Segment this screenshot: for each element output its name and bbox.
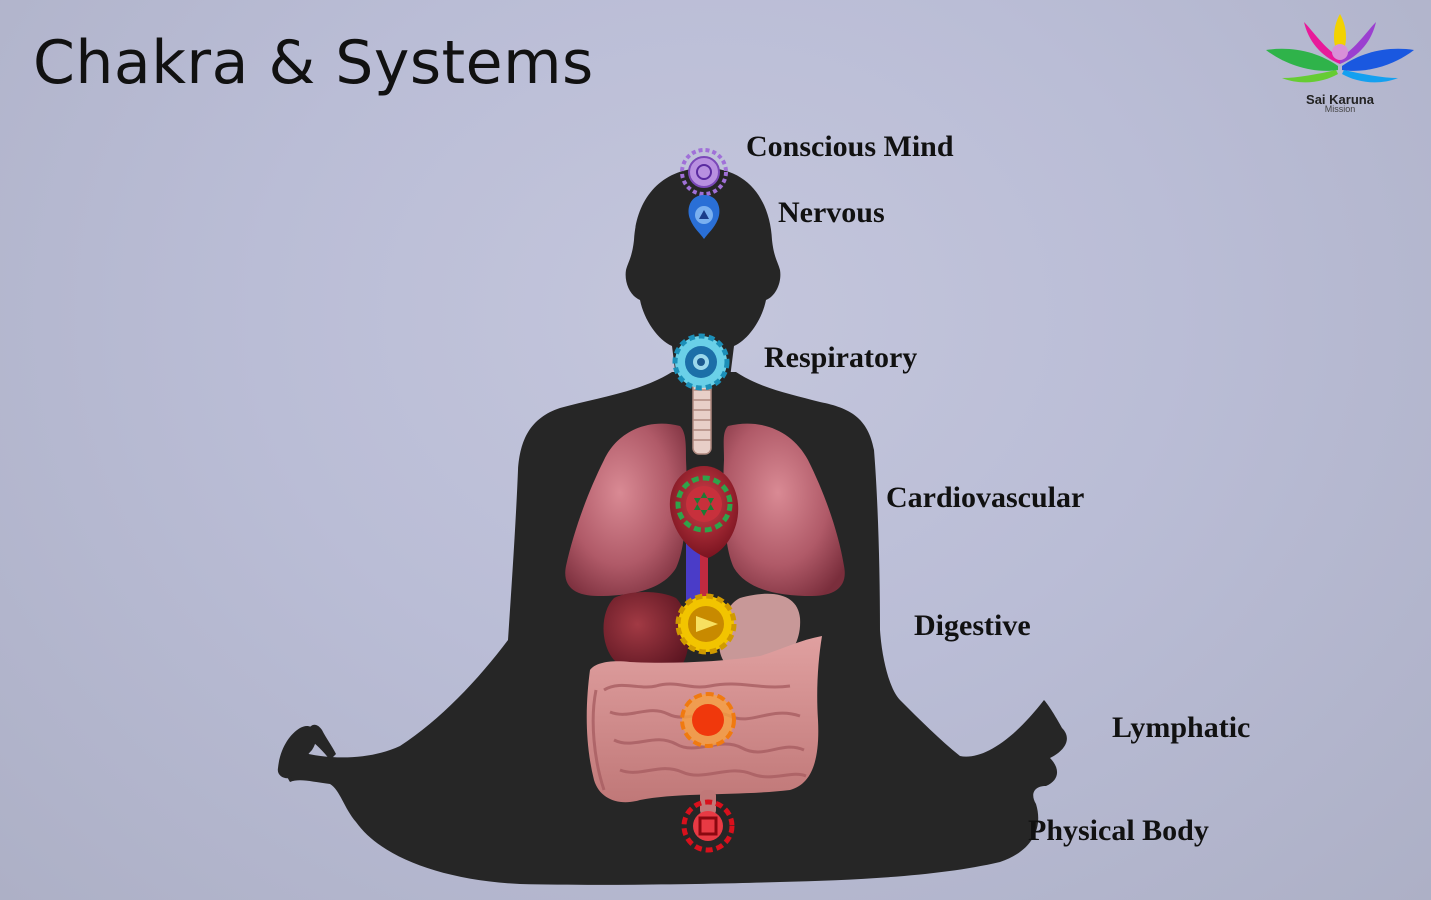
logo-subtitle: Mission [1324, 104, 1356, 114]
label-physical-body: Physical Body [1028, 814, 1209, 847]
liver [603, 592, 689, 674]
root-chakra-icon [681, 799, 735, 853]
label-respiratory: Respiratory [764, 341, 918, 374]
crown-chakra-icon [680, 148, 728, 196]
right-lung [723, 423, 845, 596]
label-digestive: Digestive [914, 609, 1031, 642]
third-eye-chakra-icon [688, 195, 720, 239]
label-cardiovascular: Cardiovascular [886, 481, 1085, 514]
label-conscious-mind: Conscious Mind [746, 130, 954, 163]
page-title: Chakra & Systems [33, 28, 594, 98]
heart-chakra-icon [675, 475, 733, 533]
lotus-icon [1266, 14, 1414, 83]
left-lung [565, 423, 687, 596]
throat-chakra-icon [672, 333, 730, 391]
label-nervous: Nervous [778, 196, 885, 229]
sacral-chakra-icon [680, 692, 736, 748]
logo-name: Sai Karuna [1306, 92, 1374, 107]
label-lymphatic: Lymphatic [1112, 711, 1251, 744]
sai-karuna-logo: Sai Karuna Mission [1262, 8, 1418, 116]
solar-plexus-chakra-icon [675, 593, 737, 655]
